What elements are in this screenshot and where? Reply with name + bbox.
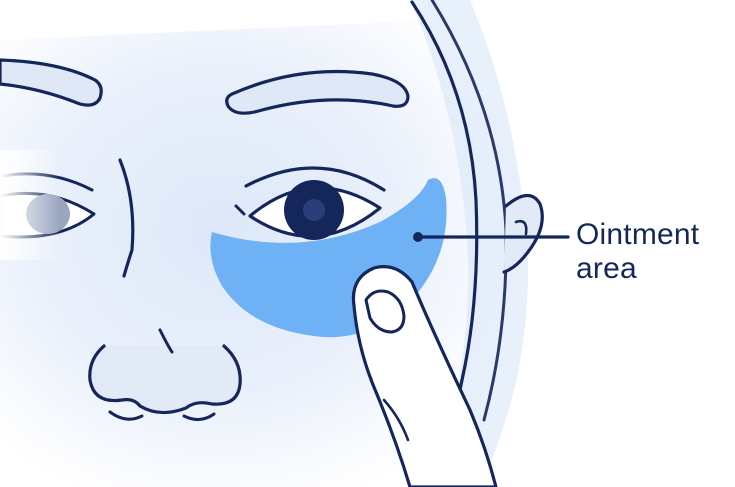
label-line-1: Ointment (576, 218, 699, 252)
pupil (303, 199, 325, 221)
label-line-2: area (576, 252, 699, 286)
ointment-area-label: Ointment area (576, 218, 699, 286)
callout-dot (413, 232, 423, 242)
